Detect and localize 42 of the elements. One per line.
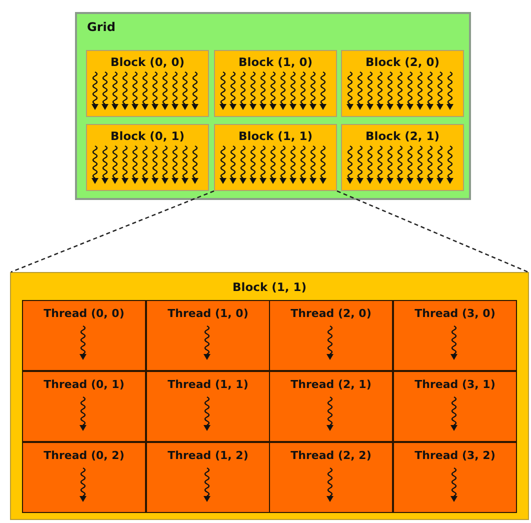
block-label: Block (1, 0) xyxy=(238,55,314,69)
thread-label: Thread (1, 0) xyxy=(166,307,250,320)
grid-panel xyxy=(75,12,471,200)
thread-label: Thread (2, 1) xyxy=(290,378,372,391)
thread-cell xyxy=(22,442,146,513)
thread-label: Thread (1, 1) xyxy=(166,378,250,391)
thread-cell xyxy=(393,300,517,371)
thread-cell xyxy=(393,442,517,513)
thread-cell xyxy=(269,442,393,513)
block-label: Block (2, 0) xyxy=(364,55,440,69)
zoom-line xyxy=(336,190,528,273)
block-label: Block (0, 1) xyxy=(110,129,186,143)
thread-label: Thread (3, 2) xyxy=(414,449,496,462)
thread-cell xyxy=(22,300,146,371)
thread-label: Thread (0, 2) xyxy=(42,449,126,462)
thread-label: Thread (3, 0) xyxy=(414,307,496,320)
block-box xyxy=(214,124,337,191)
thread-cell xyxy=(22,371,146,442)
thread-label: Thread (0, 1) xyxy=(42,378,126,391)
block-box xyxy=(214,50,337,117)
block-box xyxy=(341,124,464,191)
block-label: Block (0, 0) xyxy=(110,55,186,69)
block-box xyxy=(341,50,464,117)
thread-cell xyxy=(269,300,393,371)
thread-cell xyxy=(146,371,270,442)
block-box xyxy=(86,124,209,191)
block-panel xyxy=(10,272,529,520)
thread-label: Thread (2, 2) xyxy=(290,449,372,462)
thread-cell xyxy=(146,300,270,371)
zoom-line xyxy=(10,190,214,273)
thread-cell xyxy=(269,371,393,442)
block-label: Block (1, 1) xyxy=(232,280,308,294)
thread-cell xyxy=(393,371,517,442)
grid-title: Grid xyxy=(87,20,116,34)
thread-label: Thread (0, 0) xyxy=(42,307,126,320)
block-label: Block (2, 1) xyxy=(364,129,440,143)
thread-label: Thread (3, 1) xyxy=(414,378,496,391)
thread-cell xyxy=(146,442,270,513)
thread-label: Thread (1, 2) xyxy=(166,449,250,462)
block-box xyxy=(86,50,209,117)
thread-label: Thread (2, 0) xyxy=(290,307,372,320)
block-label: Block (1, 1) xyxy=(238,129,314,143)
